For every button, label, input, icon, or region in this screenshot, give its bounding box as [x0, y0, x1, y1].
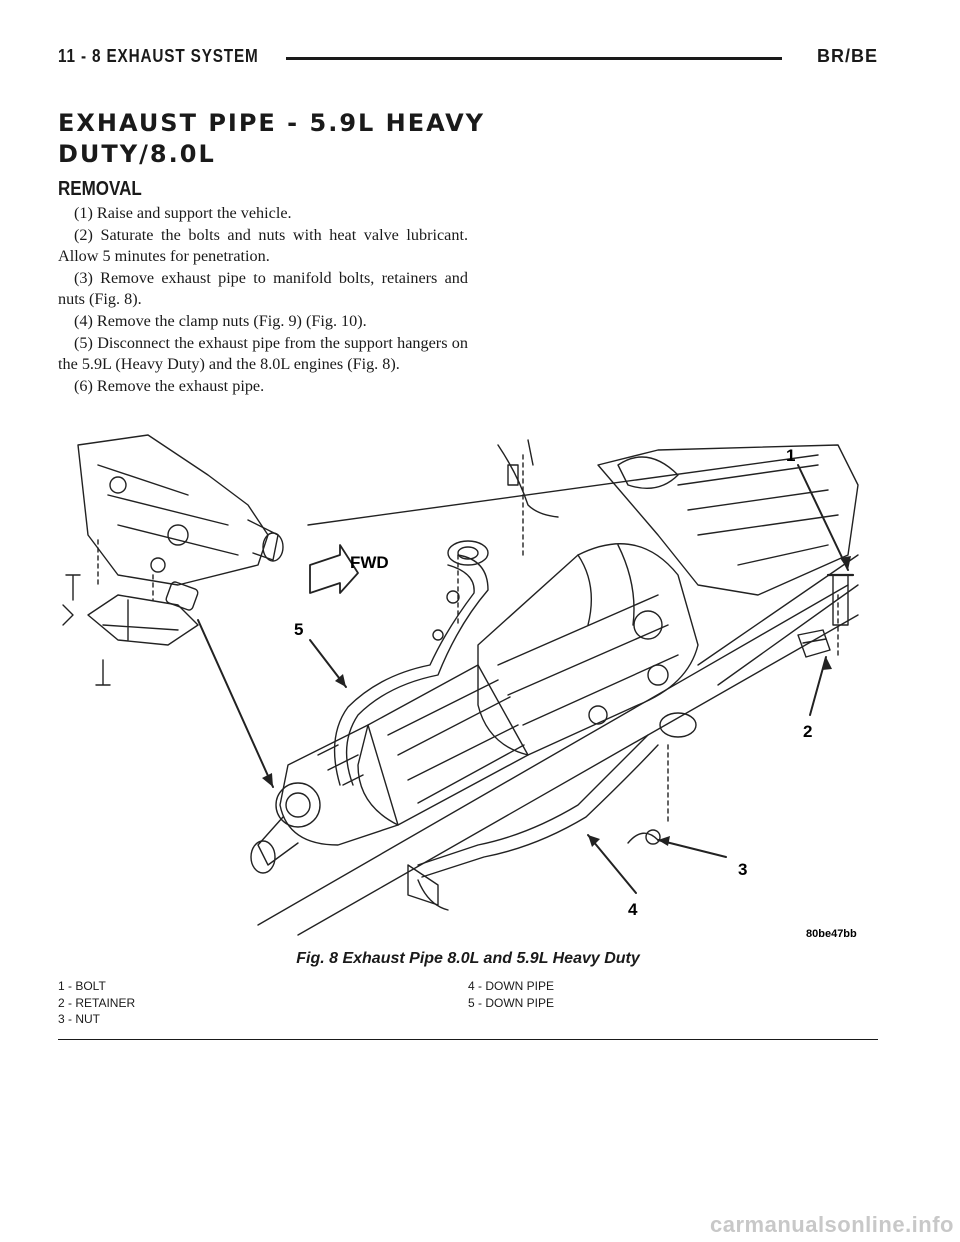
step-4: (4) Remove the clamp nuts (Fig. 9) (Fig.… [74, 311, 367, 330]
legend-item-bolt: 1 - BOLT [58, 979, 106, 993]
step-1: (1) Raise and support the vehicle. [74, 204, 292, 222]
section-subtitle: REMOVAL [58, 178, 142, 200]
callout-5: 5 [294, 620, 303, 639]
bottom-rule [58, 1039, 878, 1040]
legend-item-down-pipe-5: 5 - DOWN PIPE [468, 995, 555, 1010]
removal-steps: (1) Raise and support the vehicle. (2) S… [58, 203, 468, 397]
step-6: (6) Remove the exhaust pipe. [74, 376, 265, 395]
legend-item-retainer: 2 - RETAINER [58, 995, 136, 1010]
legend-item-nut: 3 - NUT [58, 1012, 100, 1026]
step-5: (5) Disconnect the exhaust pipe from the… [58, 333, 468, 374]
callout-4: 4 [628, 900, 638, 919]
legend-item-down-pipe-4: 4 - DOWN PIPE [468, 979, 555, 993]
section-title: EXHAUST PIPE - 5.9L HEAVY DUTY/8.0L [58, 109, 486, 168]
callout-1: 1 [786, 446, 795, 465]
page-header: 11 - 8 EXHAUST SYSTEM BR/BE [58, 46, 878, 74]
figure-code: 80be47bb [806, 928, 857, 940]
page-label: 11 - 8 EXHAUST SYSTEM [58, 46, 259, 66]
fwd-label: FWD [350, 553, 389, 572]
figure-caption: Fig. 8 Exhaust Pipe 8.0L and 5.9L Heavy … [296, 950, 640, 967]
exhaust-pipe-illustration: FWD 1 2 3 4 5 80be47bb [62, 434, 859, 940]
step-3: (3) Remove exhaust pipe to manifold bolt… [58, 268, 468, 309]
model-code: BR/BE [816, 46, 878, 66]
header-rule [286, 57, 782, 60]
step-2: (2) Saturate the bolts and nuts with hea… [58, 225, 468, 266]
site-watermark: carmanualsonline.info [710, 1212, 954, 1237]
callout-3: 3 [738, 860, 747, 879]
callout-2: 2 [803, 722, 812, 741]
exhaust-pipe-figure: FWD 1 2 3 4 5 80be47bb [58, 425, 878, 945]
